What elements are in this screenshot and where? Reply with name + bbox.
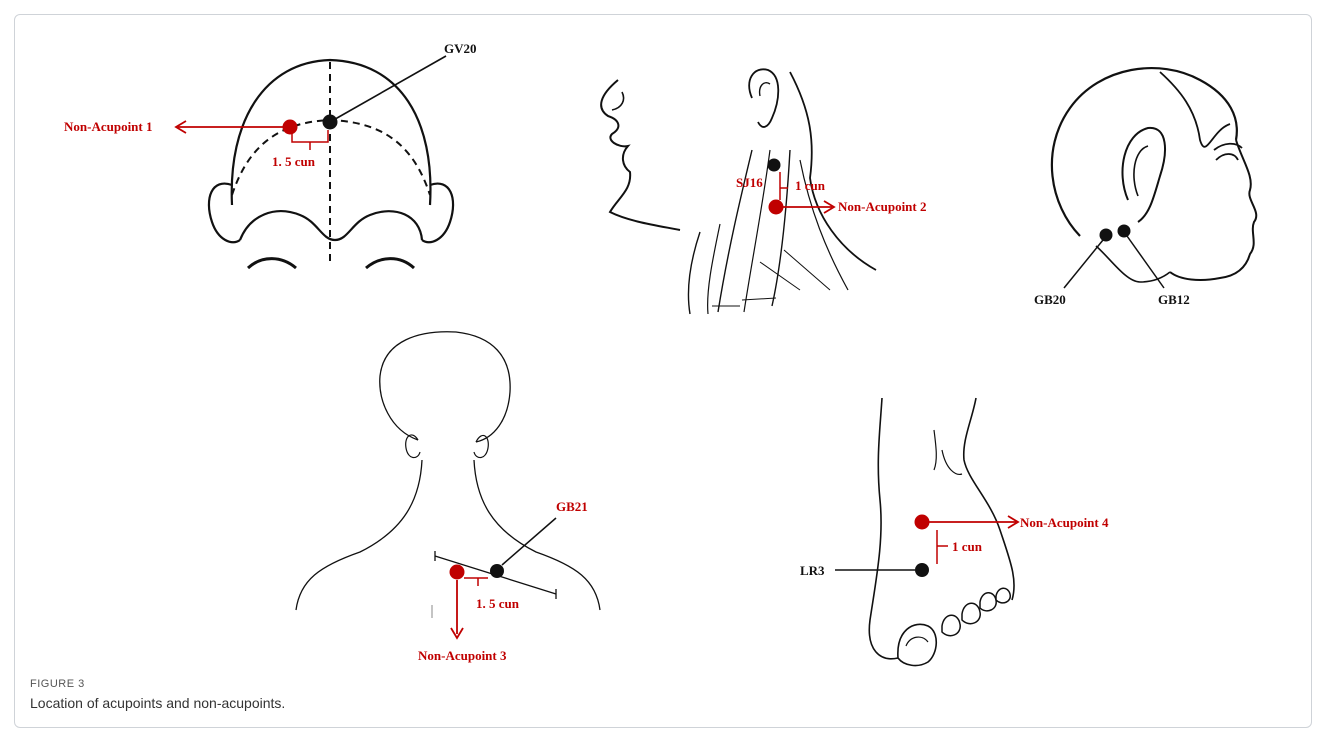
- muscle-line-1: [688, 232, 700, 314]
- eye: [1216, 154, 1238, 160]
- panel-head-side: GB20 GB12: [1034, 68, 1256, 307]
- non-acupoint-3-point: [450, 565, 465, 580]
- neck-side-distance-label: 1 cun: [795, 178, 826, 193]
- toe-3: [962, 603, 980, 623]
- gb20-point: [1100, 229, 1113, 242]
- non-acupoint-3-label: Non-Acupoint 3: [418, 648, 507, 663]
- panel-head-top: GV20 Non-Acupoint 1 1. 5 cun: [64, 41, 500, 276]
- sj16-point: [768, 159, 781, 172]
- non-acupoint-4-point: [915, 515, 930, 530]
- foot-right-outline: [964, 398, 1014, 600]
- ear-inner: [760, 83, 770, 96]
- head-side-ear: [1122, 128, 1165, 222]
- non-acupoint-4-label: Non-Acupoint 4: [1020, 515, 1109, 530]
- panel-neck-side: SJ16 1 cun Non-Acupoint 2: [601, 69, 926, 314]
- jaw-neck: [1096, 246, 1170, 282]
- sj16-label: SJ16: [736, 175, 763, 190]
- big-toenail: [906, 637, 928, 646]
- gb12-point: [1118, 225, 1131, 238]
- face-profile: [601, 80, 680, 230]
- toe-4: [980, 593, 996, 611]
- neck-side-ear: [749, 69, 778, 127]
- non-acupoint-2-point: [769, 200, 784, 215]
- foot-distance-label: 1 cun: [952, 539, 983, 554]
- gb20-leader: [1064, 240, 1103, 288]
- gb21-point: [490, 564, 504, 578]
- ankle-lines: [934, 430, 962, 474]
- head-top-distance-label: 1. 5 cun: [272, 154, 316, 169]
- back-distance-label: 1. 5 cun: [476, 596, 520, 611]
- foot-left-outline: [869, 398, 898, 659]
- gb12-label: GB12: [1158, 292, 1190, 307]
- toe-2: [942, 615, 960, 635]
- nose: [612, 92, 624, 110]
- gv20-label: GV20: [444, 41, 477, 56]
- muscle-lines-extra: [712, 250, 830, 306]
- back-head-outline: [380, 332, 510, 442]
- gb20-label: GB20: [1034, 292, 1066, 307]
- back-bracket: [464, 578, 488, 586]
- muscle-line-5: [772, 150, 790, 306]
- foot-bracket: [937, 530, 948, 564]
- gv20-point: [323, 115, 338, 130]
- left-shoulder: [296, 460, 422, 610]
- muscle-line-2: [708, 224, 720, 314]
- figure-caption: Location of acupoints and non-acupoints.: [30, 695, 285, 711]
- gb21-label: GB21: [556, 499, 588, 514]
- panel-foot: Non-Acupoint 4 1 cun LR3: [800, 398, 1109, 665]
- face-outline: [1170, 140, 1256, 280]
- panel-back: GB21 1. 5 cun Non-Acupoint 3: [296, 332, 600, 663]
- hair-front: [1160, 72, 1230, 147]
- toe-5: [996, 588, 1010, 603]
- lr3-point: [915, 563, 929, 577]
- ear-inner-side: [1134, 146, 1148, 196]
- skull-outline: [1052, 68, 1237, 236]
- non-acupoint-1-point: [283, 120, 298, 135]
- lr3-label: LR3: [800, 563, 825, 578]
- figure-label: FIGURE 3: [30, 678, 85, 690]
- non-acupoint-2-label: Non-Acupoint 2: [838, 199, 927, 214]
- non-acupoint-1-label: Non-Acupoint 1: [64, 119, 153, 134]
- gb21-leader: [502, 518, 556, 565]
- big-toe: [898, 624, 936, 665]
